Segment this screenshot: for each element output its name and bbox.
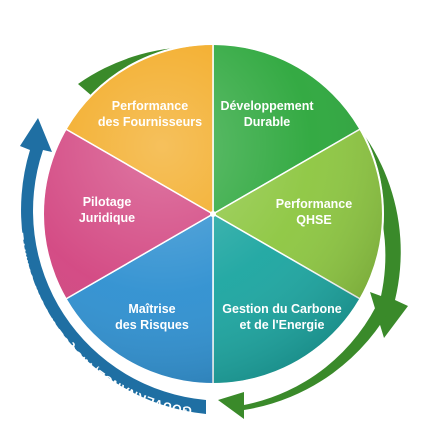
label-juridique-line1: Pilotage [83,195,132,209]
wheel-center-dot [210,211,216,217]
label-carbone-line2: et de l'Energie [240,318,325,332]
label-carbone-line1: Gestion du Carbone [222,302,342,316]
label-fournisseurs-line2: des Fournisseurs [98,115,202,129]
label-developpement-line1: Développement [220,99,314,113]
wheel-rim [42,43,384,385]
label-risques-line1: Maîtrise [128,302,175,316]
segment-labels: Développement Durable Performance QHSE G… [79,99,352,332]
label-qhse-line1: Performance [276,197,352,211]
label-developpement-line2: Durable [244,115,291,129]
label-risques-line2: des Risques [115,318,189,332]
label-fournisseurs-line1: Performance [112,99,188,113]
blue-arrow-band [20,118,206,414]
label-qhse-line2: QHSE [296,213,331,227]
label-juridique-line2: Juridique [79,211,135,225]
